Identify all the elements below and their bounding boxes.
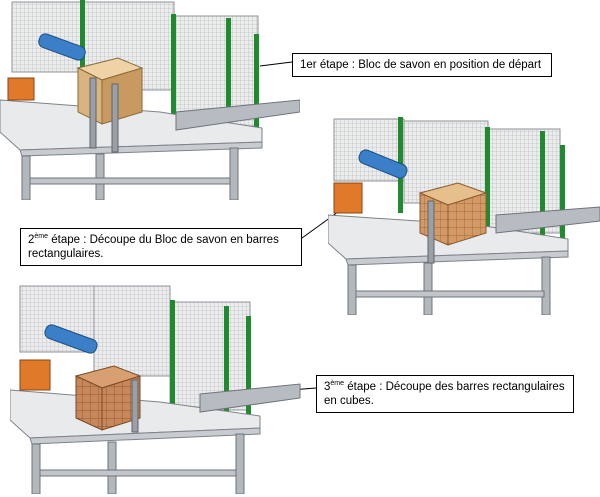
table-leg	[541, 256, 551, 315]
machine-illustration-step1	[0, 0, 300, 200]
green-post	[171, 14, 176, 126]
step1-text: étape : Bloc de savon en position de dép…	[316, 59, 542, 71]
green-post	[170, 300, 175, 410]
green-post	[226, 18, 231, 128]
cutting-frame	[111, 83, 119, 153]
green-post	[540, 131, 545, 239]
machine-illustration-step3	[10, 285, 301, 494]
table-edge	[19, 141, 263, 157]
table-leg	[31, 443, 41, 494]
table-leg	[423, 262, 433, 315]
step1-number: 1	[300, 59, 307, 71]
blue-cylinder	[358, 149, 408, 179]
soap-cubes-front	[101, 375, 141, 431]
table-leg	[95, 153, 105, 200]
blue-cylinder	[44, 324, 98, 354]
step3-callout: 3ème étape : Découpe des barres rectangu…	[316, 375, 574, 413]
table-crossbar	[355, 290, 545, 298]
step1-number-suffix: er	[306, 59, 317, 71]
leader-line-step1	[259, 61, 293, 67]
push-rail	[199, 383, 301, 413]
table-leg	[107, 441, 117, 494]
step2-number-suffix: ème	[34, 233, 49, 240]
green-post	[560, 145, 565, 249]
cutting-frame	[427, 200, 435, 264]
green-post	[485, 127, 490, 231]
step1-callout: 1er étape : Bloc de savon en position de…	[292, 53, 552, 77]
green-post	[224, 306, 229, 414]
table-crossbar	[39, 469, 237, 477]
table-leg	[21, 155, 31, 200]
step2-text: étape : Découpe du Bloc de savon en barr…	[28, 234, 279, 260]
push-rail	[495, 206, 600, 234]
cutting-frame	[131, 379, 139, 433]
green-post	[254, 34, 259, 142]
table-edge	[345, 250, 569, 266]
orange-part	[333, 182, 363, 214]
table-crossbar	[29, 177, 231, 185]
orange-part	[19, 359, 51, 391]
table-leg	[235, 433, 245, 494]
step3-text: étape : Découpe des barres rectangulaire…	[324, 381, 565, 407]
soap-bars-front	[447, 192, 487, 246]
step3-number-suffix: ème	[330, 380, 345, 387]
orange-part	[7, 77, 35, 101]
step2-number: 2	[28, 234, 35, 246]
mesh-panel	[93, 285, 171, 377]
step2-callout: 2ème étape : Découpe du Bloc de savon en…	[20, 228, 302, 266]
machine-illustration-step2	[328, 117, 600, 315]
blue-cylinder	[38, 33, 86, 61]
push-rail	[175, 99, 300, 131]
cutting-frame	[89, 77, 97, 149]
step3-number: 3	[324, 381, 331, 393]
green-post	[246, 316, 251, 426]
table-edge	[29, 427, 261, 445]
table-leg	[347, 264, 357, 315]
table-leg	[229, 147, 239, 200]
